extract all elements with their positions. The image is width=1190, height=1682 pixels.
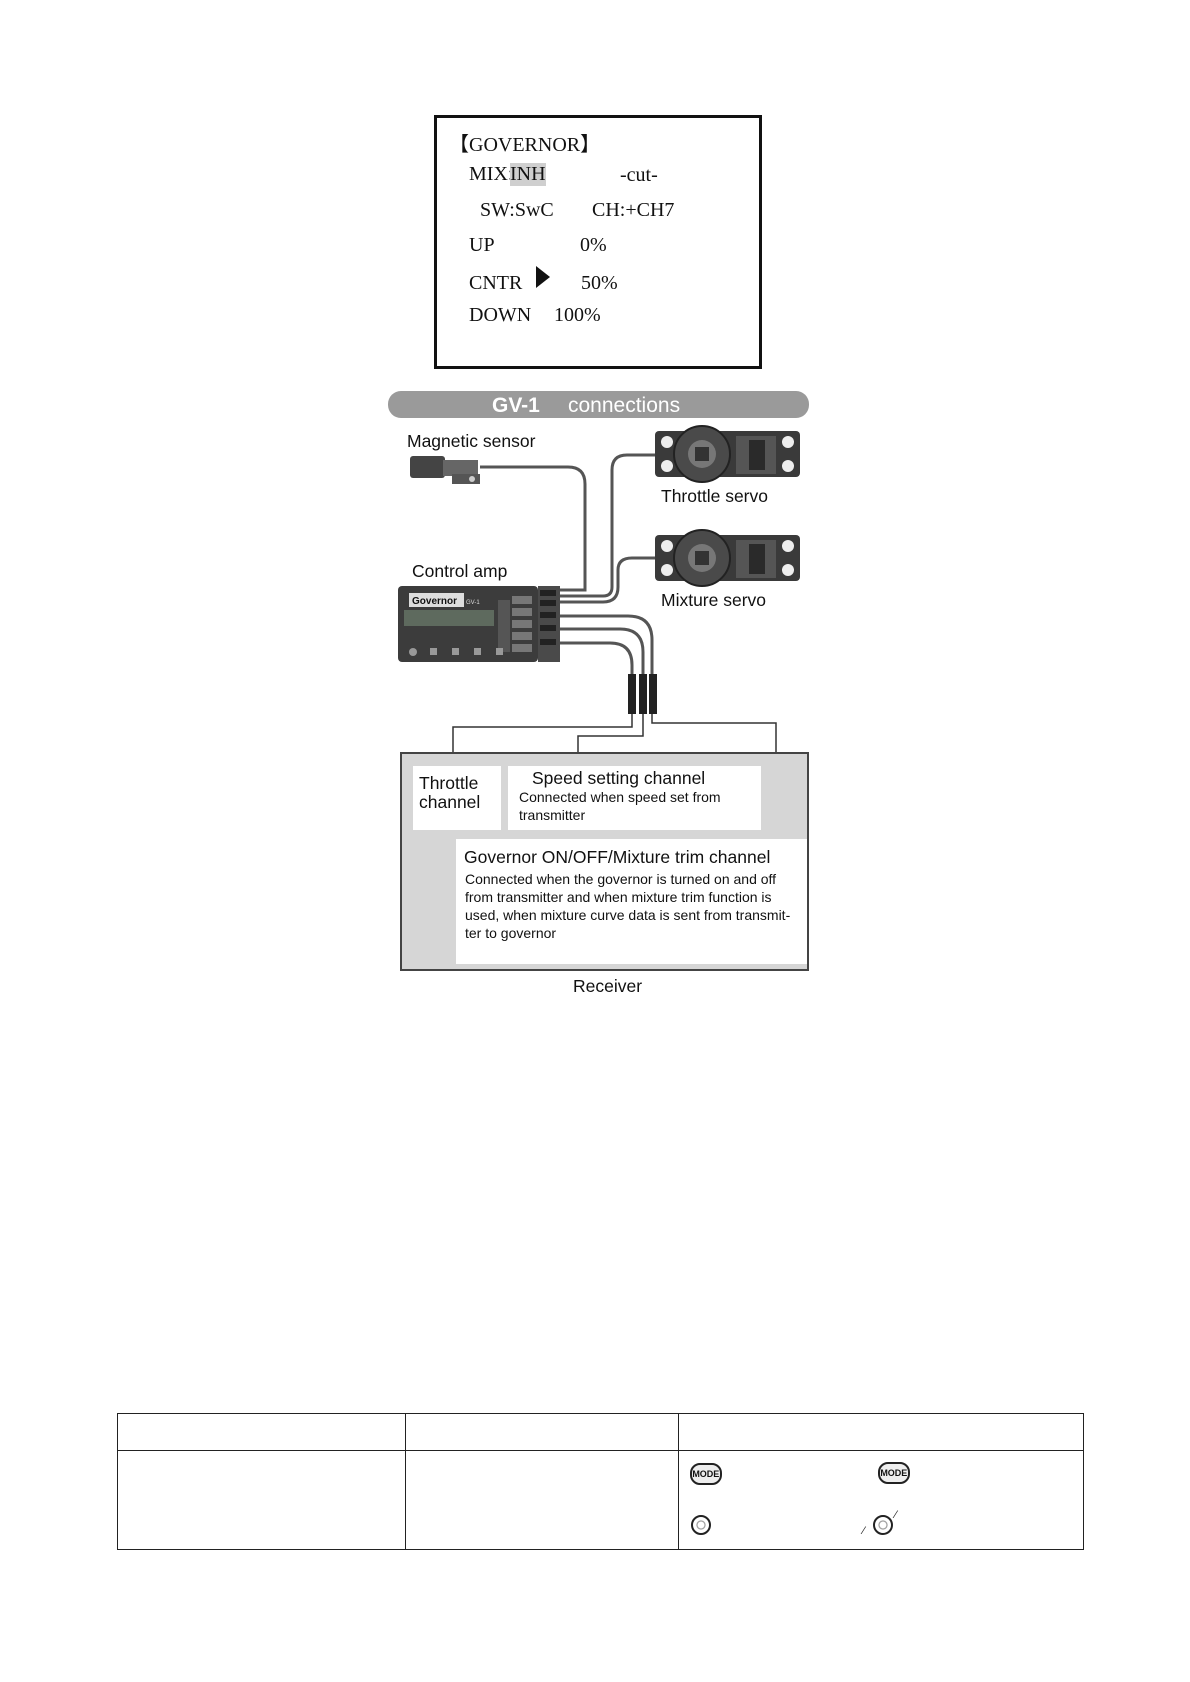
table-header-cell-1 — [116, 1413, 407, 1451]
table-header-cell-3 — [677, 1413, 1085, 1451]
throttle-channel-box: Throttle channel — [413, 766, 501, 830]
governor-channel-title: Governor ON/OFF/Mixture trim channel — [464, 847, 771, 867]
lcd-channel: CH:+CH7 — [592, 199, 675, 221]
lcd-mix-label: MIX: — [469, 163, 514, 185]
cursor-arrow-icon — [536, 266, 550, 288]
connector-plugs — [628, 674, 657, 714]
lcd-down-label: DOWN — [469, 304, 532, 326]
banner-title-part2: connections — [568, 394, 680, 417]
governor-channel-desc-line4: ter to governor — [465, 925, 557, 941]
table-header-cell-2 — [405, 1413, 679, 1451]
control-amp-icon: Governor GV-1 — [398, 586, 560, 662]
table-cell-keys: MODE MODE ⁄ ⁄ — [677, 1450, 1085, 1550]
dial-rotate-spark-left-icon: ⁄ — [862, 1525, 865, 1537]
mode-key-icon-2: MODE — [877, 1462, 910, 1484]
connection-wires — [480, 453, 655, 675]
throttle-servo-label: Throttle servo — [661, 486, 768, 506]
governor-lcd-screen: 【GOVERNOR】 MIX: INH -cut- SW:SwC CH:+CH7… — [434, 115, 762, 369]
lcd-title: 【GOVERNOR】 — [449, 134, 601, 156]
governor-channel-box: Governor ON/OFF/Mixture trim channel Con… — [456, 839, 807, 964]
operation-table: MODE MODE ⁄ ⁄ — [116, 1413, 1085, 1550]
speed-setting-desc-line2: transmitter — [519, 807, 586, 823]
speed-setting-desc-line1: Connected when speed set from — [519, 789, 721, 805]
mixture-servo-icon — [655, 529, 800, 587]
speed-setting-title: Speed setting channel — [532, 768, 706, 788]
governor-channel-desc-line3: used, when mixture curve data is sent fr… — [465, 907, 791, 923]
lcd-up-value: 0% — [580, 234, 607, 256]
throttle-channel-label-line2: channel — [419, 792, 481, 812]
dial-rotate-icon — [872, 1515, 893, 1535]
control-amp-label: Control amp — [412, 561, 508, 581]
amp-model-text: GV-1 — [466, 600, 480, 606]
banner-title-part1: GV-1 — [492, 394, 540, 417]
lcd-switch: SW:SwC — [480, 199, 554, 221]
lcd-cut: -cut- — [620, 164, 658, 186]
magnetic-sensor-icon — [410, 456, 480, 484]
dial-icon — [690, 1515, 711, 1535]
dial-rotate-spark-right-icon: ⁄ — [894, 1509, 897, 1521]
throttle-servo-icon — [655, 425, 800, 483]
table-header-row — [116, 1413, 1085, 1451]
governor-channel-desc-line2: from transmitter and when mixture trim f… — [465, 889, 772, 905]
lcd-up-label: UP — [469, 234, 495, 256]
table-cell-2 — [405, 1450, 679, 1550]
lcd-cntr-label: CNTR — [469, 272, 523, 294]
throttle-channel-label-line1: Throttle — [419, 773, 479, 793]
table-row: MODE MODE ⁄ ⁄ — [116, 1450, 1085, 1550]
receiver-block: Throttle channel Speed setting channel C… — [400, 752, 809, 971]
lcd-down-value: 100% — [554, 304, 601, 326]
gv1-connection-diagram: GV-1 connections — [388, 391, 809, 836]
banner-bar — [388, 391, 809, 418]
table-cell-1 — [116, 1450, 407, 1550]
mode-key-icon: MODE — [689, 1463, 722, 1485]
speed-setting-box: Speed setting channel Connected when spe… — [508, 766, 761, 830]
amp-brand-text: Governor — [412, 596, 457, 607]
lcd-mix-value[interactable]: INH — [510, 163, 546, 186]
lcd-cntr-value: 50% — [581, 272, 618, 294]
receiver-label: Receiver — [573, 976, 643, 996]
magnetic-sensor-label: Magnetic sensor — [407, 431, 536, 451]
mixture-servo-label: Mixture servo — [661, 590, 767, 610]
governor-channel-desc-line1: Connected when the governor is turned on… — [465, 871, 777, 887]
